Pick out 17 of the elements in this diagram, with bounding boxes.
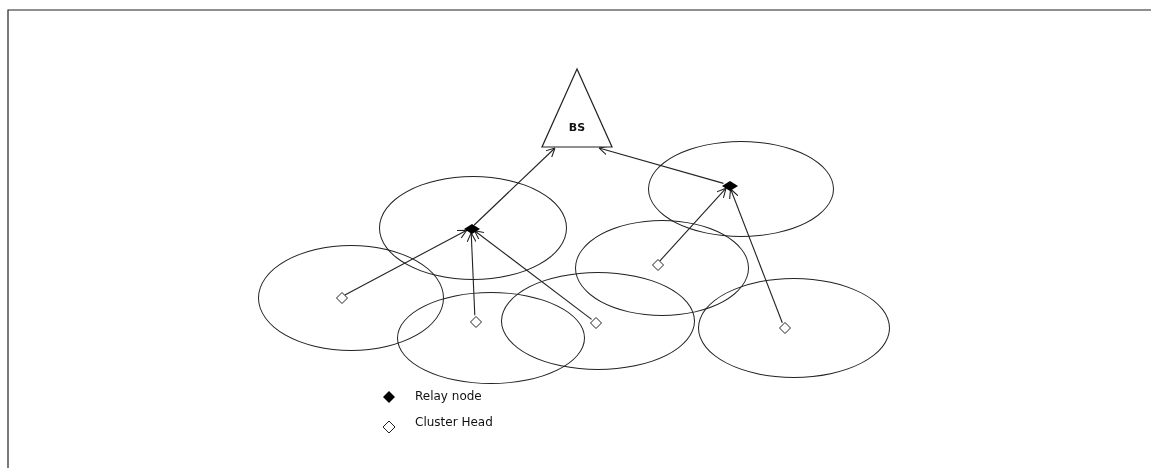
cluster-head-diamond: [779, 322, 791, 334]
arrow: [729, 188, 783, 324]
arrow: [474, 230, 593, 320]
relay-node-diamond: [464, 224, 480, 234]
relay-node-diamond: [722, 181, 738, 191]
cluster-head-diamond: [336, 292, 348, 304]
arrow: [466, 232, 477, 316]
cluster-head-diamond: [470, 316, 482, 328]
arrow: [344, 229, 468, 296]
arrow: [473, 147, 556, 226]
arrow: [659, 187, 727, 262]
base-station-triangle: [541, 68, 613, 148]
cluster-head-diamond: [590, 317, 602, 329]
station-label: BS: [567, 121, 587, 134]
legend-label: Relay node: [415, 389, 482, 403]
legend-label: Cluster Head: [415, 415, 493, 429]
cluster-head-diamond: [652, 259, 664, 271]
